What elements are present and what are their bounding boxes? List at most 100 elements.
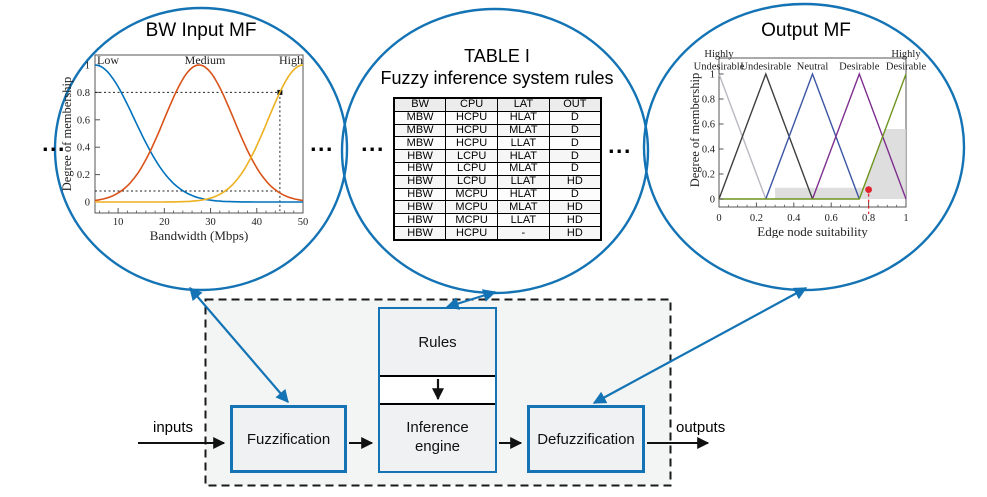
x-tick-label: 0.2 <box>750 213 763 224</box>
y-tick-label: 0 <box>710 195 715 206</box>
table-cell: MLAT <box>497 123 550 138</box>
rules-inference-gap <box>380 377 495 403</box>
table-cell: MCPU <box>445 187 498 202</box>
aggregated-output-region <box>775 129 906 199</box>
defuzzification-label: Defuzzification <box>537 430 635 448</box>
outputs-label: outputs <box>676 419 726 436</box>
table-cell: HBW <box>393 149 447 164</box>
output-mf-title: Output MF <box>761 20 851 41</box>
membership-curve-highly-desirable <box>719 73 907 200</box>
table-cell: HBW <box>393 225 447 241</box>
mf-label: Highly <box>704 49 734 60</box>
curve-label-low: Low <box>97 53 119 67</box>
fuzzification-label: Fuzzification <box>246 430 331 448</box>
membership-curve-neutral <box>765 72 860 200</box>
ellipsis-rules-right: ... <box>608 132 632 158</box>
x-tick-label: 40 <box>252 217 263 228</box>
table-cell: HD <box>548 174 602 189</box>
connector-table-rules-arrow <box>445 289 497 310</box>
table-cell: MLAT <box>497 200 550 215</box>
inputs-label: inputs <box>153 419 194 436</box>
table-cell: MCPU <box>445 213 498 228</box>
connector-input-fuzzification-arrow <box>189 287 289 403</box>
y-tick-label: 0.8 <box>77 88 90 99</box>
table-cell: HCPU <box>445 123 498 138</box>
table-cell: - <box>497 225 550 241</box>
table-cell: HD <box>548 225 602 241</box>
x-tick-label: 0 <box>716 213 721 224</box>
x-tick-label: 10 <box>113 217 124 228</box>
column-header: OUT <box>548 97 602 112</box>
table-cell: LLAT <box>497 213 550 228</box>
table-cell: HD <box>548 213 602 228</box>
table-cell: HBW <box>393 174 447 189</box>
x-axis-label: Bandwidth (Mbps) <box>150 228 249 243</box>
table-cell: D <box>548 187 602 202</box>
table-cell: D <box>548 162 602 176</box>
table-cell: MBW <box>393 136 447 151</box>
membership-curve-medium <box>94 64 304 202</box>
y-axis-label: Degree of membership <box>688 73 702 188</box>
rules-label: Rules <box>418 333 457 351</box>
table-cell: D <box>548 110 602 125</box>
y-tick-label: 0.6 <box>77 115 90 126</box>
table-cell: HBW <box>393 213 447 228</box>
column-header: LAT <box>497 97 550 112</box>
defuzzified-value-dot <box>865 186 872 194</box>
table-cell: LCPU <box>445 174 498 189</box>
connector-output-defuzzification-arrow <box>592 287 808 404</box>
column-header: BW <box>393 97 447 112</box>
table-cell: D <box>548 123 602 138</box>
table-cell: MLAT <box>497 162 550 176</box>
y-tick-label: 1 <box>710 70 715 81</box>
table-cell: HBW <box>393 162 447 176</box>
inference-engine-label: Inference engine <box>406 419 469 455</box>
x-tick-label: 1 <box>903 213 908 224</box>
mf-label: Desirable <box>839 62 880 73</box>
y-tick-label: 0.6 <box>702 120 715 131</box>
membership-curve-undesirable <box>718 72 814 200</box>
y-tick-label: 0.2 <box>702 170 715 181</box>
y-axis-label: Degree of membership <box>60 77 74 192</box>
x-tick-label: 0.8 <box>862 213 875 224</box>
axes-box <box>94 54 304 214</box>
table-cell: HBW <box>393 187 447 202</box>
membership-curve-low <box>94 64 303 203</box>
membership-curve-high <box>95 64 304 203</box>
mf-label: Neutral <box>797 62 829 73</box>
table-cell: D <box>548 149 602 164</box>
column-header: CPU <box>445 97 498 112</box>
x-tick-label: 20 <box>159 217 170 228</box>
x-tick-label: 0.6 <box>825 213 838 224</box>
table-cell: HLAT <box>497 110 550 125</box>
y-tick-label: 0.2 <box>77 170 90 181</box>
y-tick-label: 0.4 <box>702 145 716 156</box>
x-tick-label: 30 <box>205 217 216 228</box>
rules-box: Rules <box>380 309 495 377</box>
defuzzification-box: Defuzzification <box>527 405 645 473</box>
ellipsis-rules-left: ... <box>361 130 385 156</box>
rules-table-title: TABLE I <box>464 46 530 66</box>
mf-label: Highly <box>891 49 921 60</box>
table-cell: LCPU <box>445 149 498 164</box>
rules-inference-box: Rules Inference engine <box>378 307 497 473</box>
table-cell: HCPU <box>445 110 498 125</box>
x-tick-label: 50 <box>298 217 309 228</box>
membership-curve-desirable <box>811 72 907 200</box>
curve-label-medium: Medium <box>185 53 226 67</box>
curve-label-high: High <box>279 53 303 67</box>
table-cell: LCPU <box>445 162 498 176</box>
